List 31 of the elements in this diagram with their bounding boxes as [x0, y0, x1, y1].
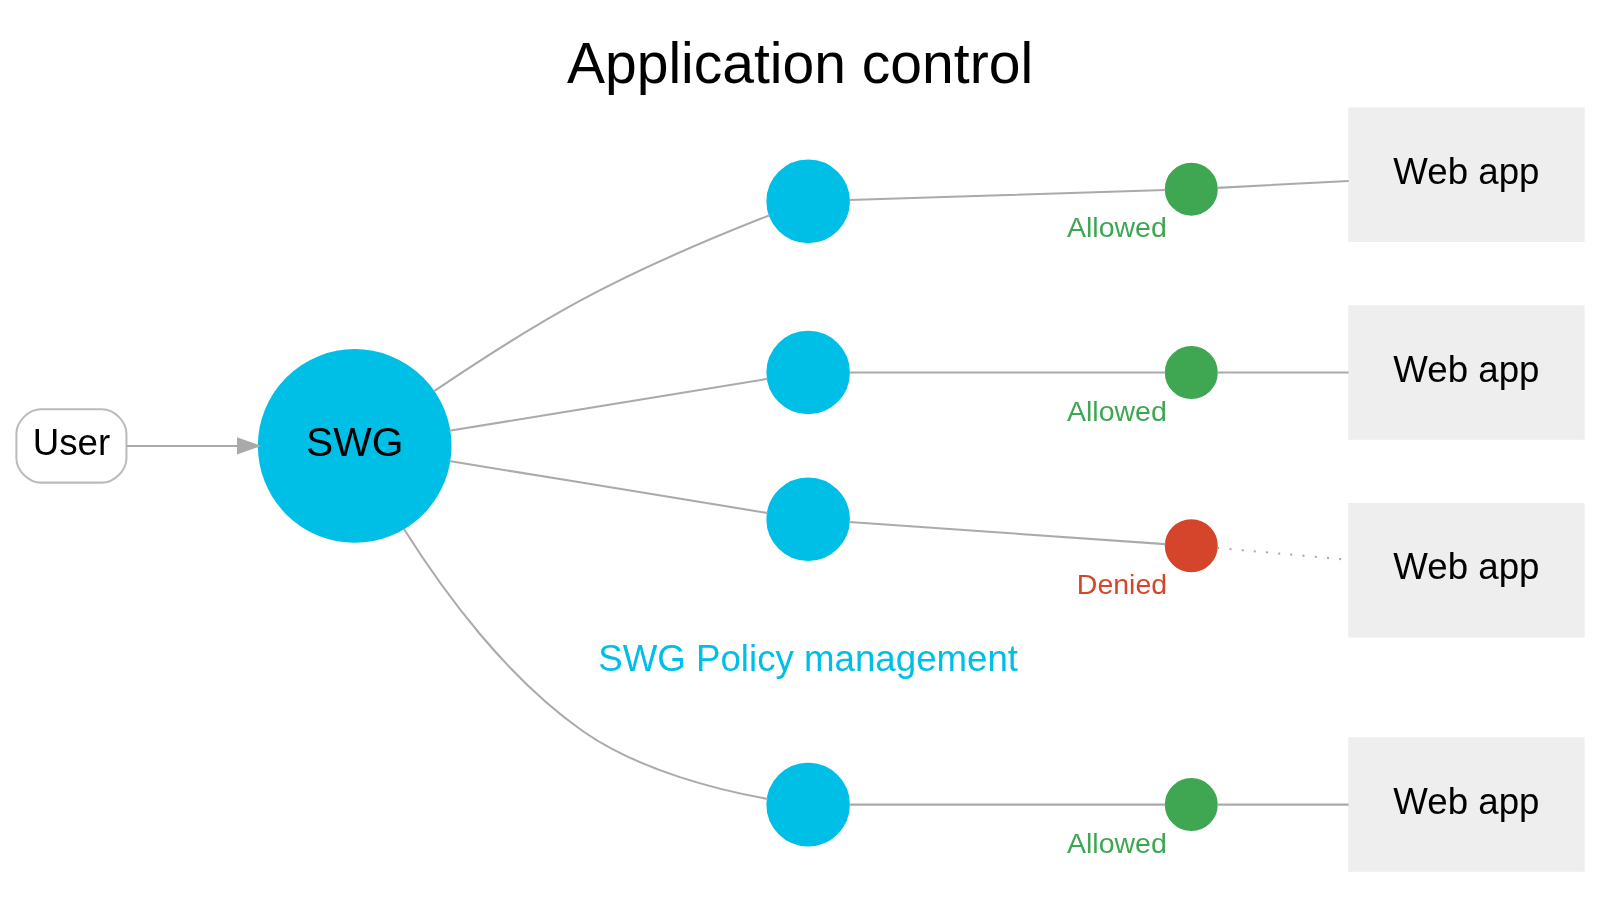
- connector: [849, 803, 1166, 806]
- connector: [849, 188, 1166, 202]
- node-circle: [1164, 519, 1218, 573]
- node-circle: [1164, 346, 1218, 400]
- node-label: Denied: [1076, 568, 1168, 601]
- node-circle: SWG: [257, 349, 452, 543]
- node-label: Allowed: [1066, 394, 1167, 427]
- connector: [1217, 371, 1349, 374]
- connector: [433, 214, 771, 393]
- connector: [1217, 179, 1349, 189]
- node-circle: [1164, 162, 1218, 216]
- node-circle: [766, 159, 850, 244]
- node-circle: [766, 330, 850, 415]
- arrow: [126, 437, 262, 455]
- connector: [1217, 803, 1349, 806]
- node-box: User: [15, 408, 128, 484]
- connector: [849, 521, 1166, 546]
- node-circle: [766, 477, 850, 562]
- label: SWG Policy management: [598, 637, 1019, 679]
- node-circle: [1164, 778, 1218, 832]
- diagram-title: Application control: [566, 30, 1034, 95]
- node-box: Web app: [1348, 737, 1585, 872]
- node-box: Web app: [1348, 107, 1585, 243]
- node-box: Web app: [1348, 305, 1585, 440]
- node-label: Allowed: [1066, 211, 1167, 244]
- connector: [849, 371, 1166, 374]
- connector: [449, 377, 768, 432]
- node-circle: [766, 762, 850, 847]
- node-label: Allowed: [1066, 826, 1167, 859]
- connector: [402, 528, 768, 800]
- connector: [449, 460, 768, 515]
